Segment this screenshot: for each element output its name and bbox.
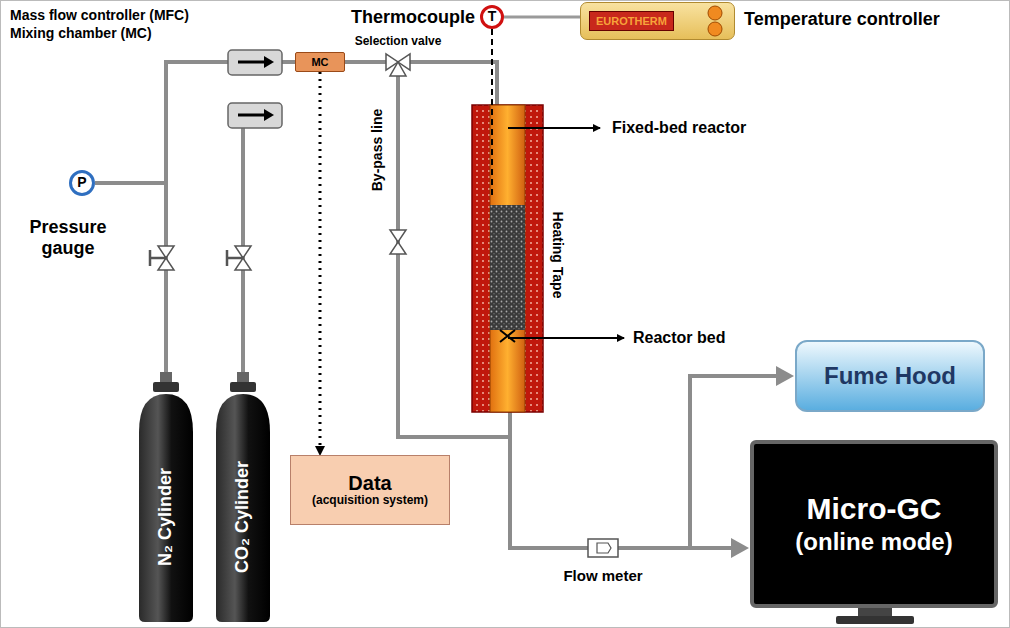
mixing-chamber: MC — [295, 52, 345, 72]
mass-flow-controller — [228, 50, 282, 128]
signal-line — [319, 72, 322, 455]
fixed-bed-reactor — [472, 105, 543, 412]
legend-note: Mixing chamber (MC) — [10, 25, 152, 41]
part-label: Flow meter — [563, 567, 642, 584]
thermocouple-probe — [491, 29, 493, 195]
node-sublabel: (online mode) — [795, 529, 952, 555]
pressure-gauge: P — [69, 170, 95, 196]
part-label: Pressure gauge — [8, 217, 128, 258]
node-sublabel: (acquisition system) — [312, 494, 428, 507]
line-label: By-pass line — [369, 109, 385, 191]
part-label: Reactor bed — [633, 329, 725, 347]
part-label: Temperature controller — [744, 9, 940, 30]
temperature-controller: EUROTHERM — [580, 2, 735, 40]
thermocouple-symbol: T — [480, 5, 504, 29]
part-label: Heating Tape — [550, 212, 566, 299]
legend-note: Mass flow controller (MFC) — [10, 7, 189, 23]
flow-arrowhead — [776, 366, 794, 386]
micro-gc-monitor: Micro-GC (online mode) — [750, 440, 998, 608]
node-label: EUROTHERM — [589, 11, 674, 31]
node-label: P — [77, 175, 86, 190]
gas-cylinder: N₂ Cylinder — [135, 372, 197, 622]
sensor-cable — [504, 16, 580, 19]
monitor-stand — [836, 606, 914, 624]
flow-meter-symbol — [588, 539, 618, 557]
part-label: Thermocouple — [351, 7, 475, 28]
node-label: Data — [348, 472, 391, 494]
node-label: Fume Hood — [824, 363, 956, 389]
node-label: CO₂ Cylinder — [233, 461, 253, 573]
node-label: MC — [311, 56, 328, 68]
fume-hood: Fume Hood — [795, 340, 985, 412]
data-box: Data(acquisition system) — [290, 455, 450, 525]
node-label: Micro-GC — [807, 492, 942, 525]
leader-line — [508, 337, 624, 339]
part-label: Selection valve — [355, 35, 442, 49]
node-label: N₂ Cylinder — [156, 468, 176, 566]
gas-cylinder: CO₂ Cylinder — [212, 372, 274, 622]
controller-knobs — [704, 4, 726, 38]
leader-line — [508, 127, 600, 129]
part-label: Fixed-bed reactor — [612, 119, 746, 137]
flow-arrowhead — [731, 538, 749, 558]
valve-symbol — [150, 54, 410, 270]
node-label: T — [488, 9, 497, 24]
gas-pipes — [95, 62, 778, 548]
